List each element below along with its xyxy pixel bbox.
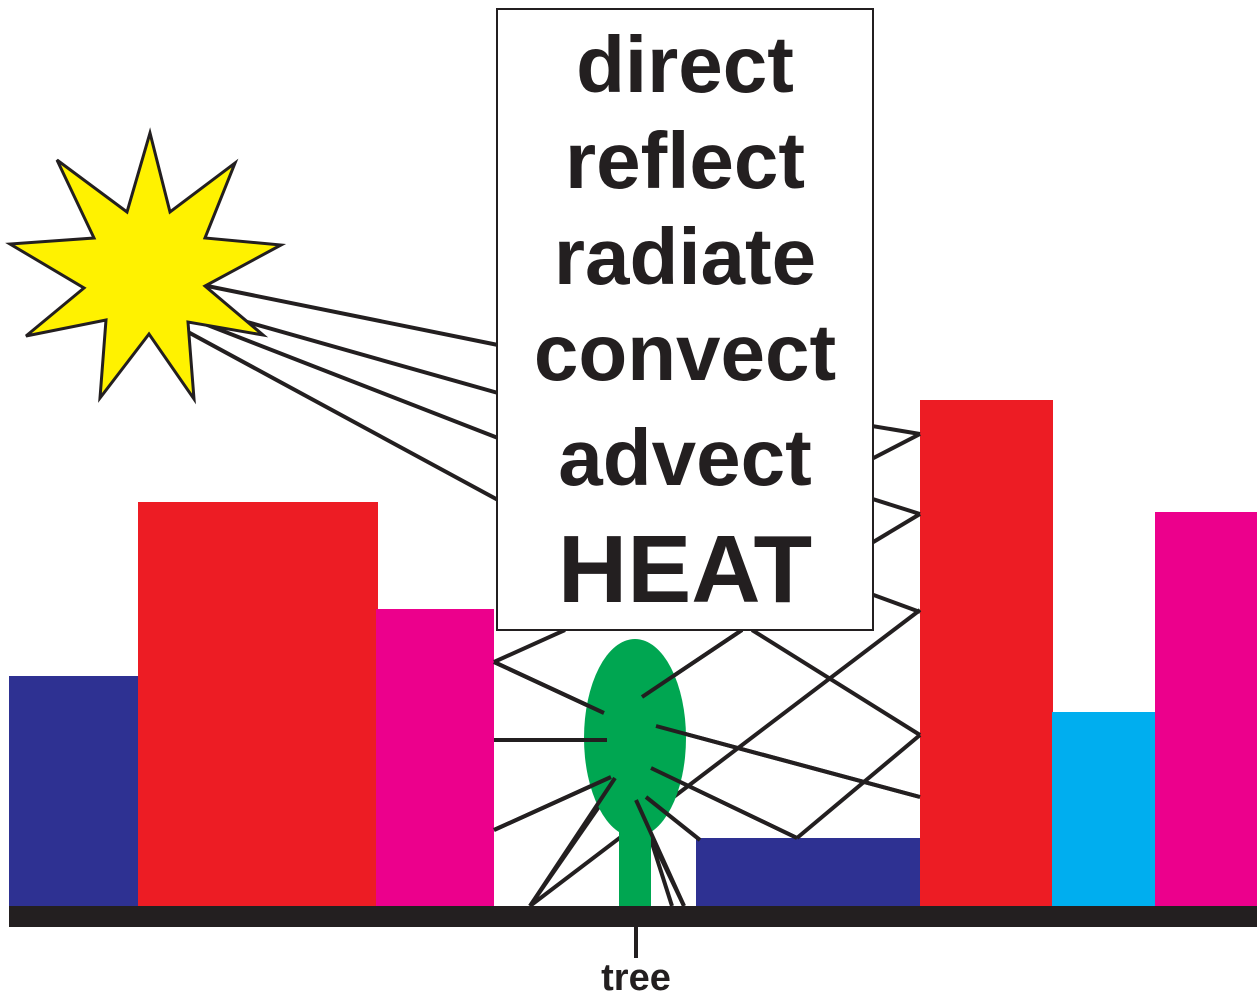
- building-cyan: [1052, 712, 1164, 906]
- tree-label: tree: [601, 957, 671, 994]
- building-magenta-right: [1155, 512, 1257, 906]
- ground-line: [9, 906, 1257, 927]
- heat-terms-box: [496, 8, 874, 631]
- term-direct: direct: [576, 20, 794, 109]
- building-navy-left: [9, 676, 139, 906]
- building-red-right: [920, 400, 1053, 906]
- building-navy-low: [696, 838, 922, 906]
- term-convect: convect: [534, 308, 836, 397]
- term-reflect: reflect: [565, 116, 805, 205]
- term-advect: advect: [558, 413, 811, 502]
- heat-label: HEAT: [558, 516, 812, 623]
- building-magenta-left: [376, 609, 494, 906]
- tree-heat-rays: [493, 628, 921, 908]
- sun-icon: [5, 127, 287, 405]
- building-red-left: [138, 502, 378, 906]
- term-radiate: radiate: [554, 212, 816, 301]
